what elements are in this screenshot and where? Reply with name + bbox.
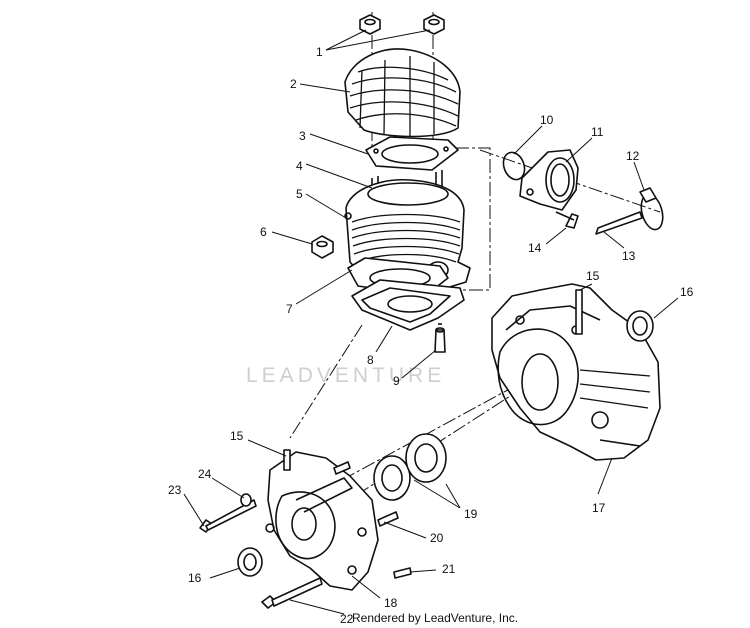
head-gasket	[365, 136, 459, 171]
callout-2: 2	[290, 77, 297, 91]
leader-lines	[183, 29, 679, 615]
intake-screws	[555, 211, 643, 235]
callout-1: 1	[316, 45, 323, 59]
callout-3: 3	[299, 129, 306, 143]
callout-4: 4	[296, 159, 303, 173]
callout-21: 21	[442, 562, 456, 576]
exhaust-nut	[311, 235, 334, 259]
callout-8: 8	[367, 353, 374, 367]
callout-16-left: 16	[188, 571, 202, 585]
intake-manifold	[519, 149, 579, 211]
cylinder-head-nuts	[359, 14, 445, 35]
crank-seal-left	[237, 547, 263, 577]
callout-24: 24	[198, 467, 212, 481]
crankcase-right	[491, 283, 661, 461]
crankcase-bolts	[199, 493, 323, 609]
dowel-pins	[333, 461, 412, 579]
crankcase-left	[265, 451, 379, 591]
crank-seal-right	[626, 310, 654, 342]
callout-17: 17	[592, 501, 606, 515]
callout-18: 18	[384, 596, 398, 610]
callout-15-left: 15	[230, 429, 244, 443]
callout-labels: 1 2 3 4 5 6 7 8 9 10 11 12 13 14 15 16 1…	[168, 45, 694, 626]
callout-11: 11	[591, 125, 604, 139]
callout-5: 5	[296, 187, 303, 201]
crankcase-stud-right	[575, 289, 583, 335]
callout-12: 12	[626, 149, 640, 163]
callout-20: 20	[430, 531, 444, 545]
callout-13: 13	[622, 249, 636, 263]
callout-16-right: 16	[680, 285, 694, 299]
cylinder-base-plate	[351, 279, 465, 331]
crank-bearings	[373, 433, 447, 501]
locating-pin	[434, 323, 446, 353]
callout-9: 9	[393, 374, 400, 388]
cylinder-head	[344, 48, 461, 138]
callout-23: 23	[168, 483, 182, 497]
intake-o-ring	[502, 151, 526, 181]
hose-clamp	[639, 187, 664, 231]
callout-10: 10	[540, 113, 554, 127]
callout-6: 6	[260, 225, 267, 239]
crankcase-stud-left	[283, 449, 291, 471]
callout-19: 19	[464, 507, 478, 521]
callout-14: 14	[528, 241, 542, 255]
callout-22: 22	[340, 612, 354, 626]
watermark-text: LEADVENTURE	[246, 364, 445, 387]
callout-7: 7	[286, 302, 293, 316]
callout-15-right: 15	[586, 269, 600, 283]
footer-credit: Rendered by LeadVenture, Inc.	[352, 611, 519, 625]
